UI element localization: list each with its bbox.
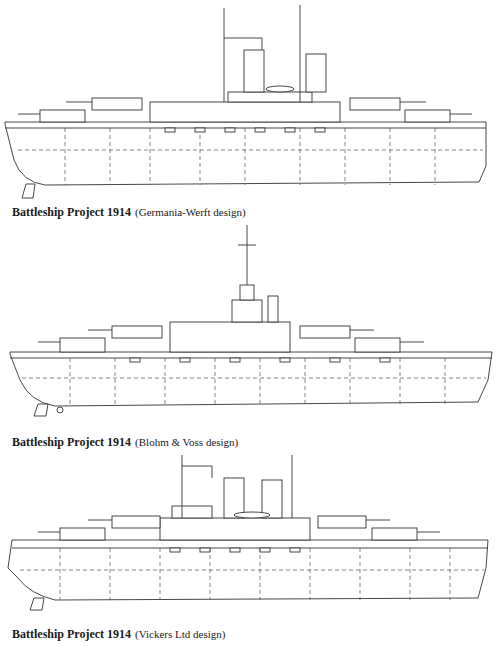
figure-caption: Battleship Project 1914 (Germania-Werft d… <box>12 202 246 220</box>
germania-werft-profile <box>5 5 486 198</box>
caption-title: Battleship Project 1914 <box>12 205 131 219</box>
caption-subtitle: (Blohm & Voss design) <box>135 436 238 448</box>
caption-subtitle: (Germania-Werft design) <box>135 206 246 218</box>
blohm-voss-profile <box>10 225 492 416</box>
figure-caption: Battleship Project 1914 (Vickers Ltd desi… <box>12 624 225 642</box>
figure-caption: Battleship Project 1914 (Blohm & Voss des… <box>12 432 238 450</box>
vickers-profile <box>8 455 488 610</box>
caption-subtitle: (Vickers Ltd design) <box>135 628 225 640</box>
caption-title: Battleship Project 1914 <box>12 435 131 449</box>
caption-title: Battleship Project 1914 <box>12 627 131 641</box>
